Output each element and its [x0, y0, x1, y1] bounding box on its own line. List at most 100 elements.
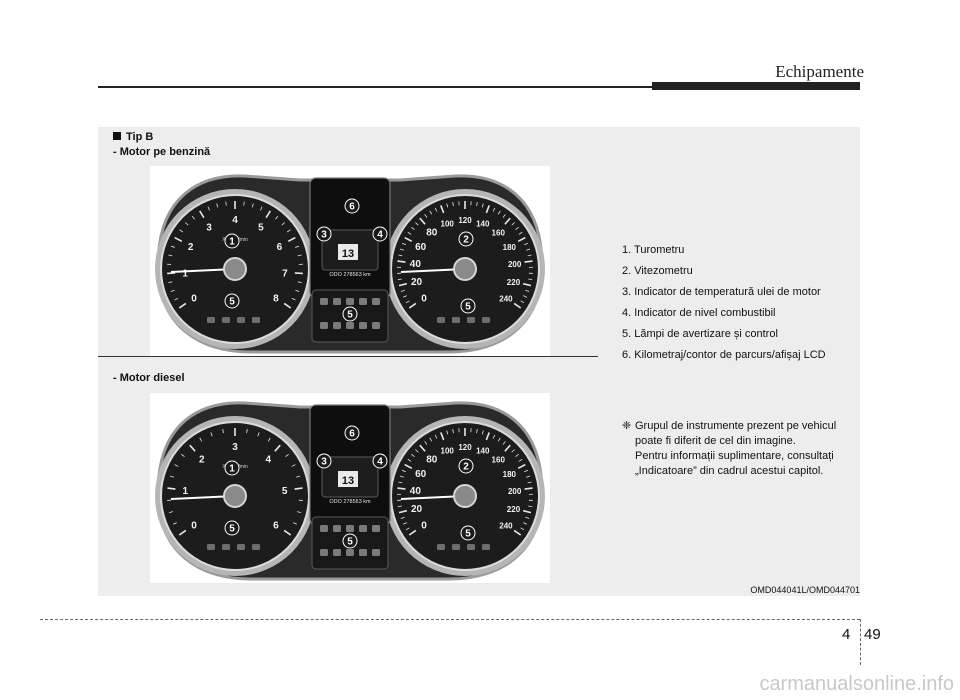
callout-number: 5: [229, 297, 235, 308]
legend-list: 1. Turometru 2. Vitezometru 3. Indicator…: [622, 240, 826, 366]
warning-lamp-icon: [333, 298, 341, 305]
speedometer-tick: [517, 463, 526, 470]
speedometer-tick-label: 100: [441, 219, 455, 228]
speedometer-tick: [407, 458, 412, 462]
speedometer-tick-label: 120: [458, 443, 472, 452]
tachometer-tick: [174, 236, 183, 243]
speedometer-tick: [515, 453, 519, 457]
speedometer-tick: [408, 529, 417, 536]
warning-lamp-icon: [252, 317, 260, 323]
tachometer-tick: [178, 302, 187, 309]
page-number: 49: [864, 626, 881, 643]
speedometer-tick: [452, 429, 454, 434]
tachometer-tick: [169, 475, 174, 478]
legend-item: 6. Kilometraj/contor de parcurs/afișaj L…: [622, 349, 826, 361]
speedometer-tick-label: 80: [426, 228, 438, 239]
tachometer-tick: [294, 272, 303, 275]
tachometer-hub: [223, 257, 247, 281]
warning-lamp-icon: [372, 525, 380, 532]
tachometer-tick: [275, 215, 279, 220]
tachometer-tick: [210, 432, 213, 437]
speedometer-tick: [434, 207, 438, 212]
warning-lamp-icon: [252, 544, 260, 550]
callout-number: 6: [349, 429, 355, 440]
speedometer-tick: [522, 509, 532, 514]
callout-number: 4: [377, 457, 383, 468]
speedometer-tick: [429, 437, 433, 442]
speedometer-tick: [485, 432, 490, 441]
tachometer-tick: [260, 206, 263, 211]
tachometer-tick: [296, 475, 301, 478]
speedometer-tick: [407, 231, 412, 235]
section-divider: [98, 356, 598, 357]
warning-lamp-icon: [437, 544, 445, 550]
callout-badge-icon: [316, 226, 332, 242]
speedometer-tick: [397, 260, 406, 263]
speedometer-tick: [408, 302, 417, 309]
warning-lamp-icon: [467, 544, 475, 550]
page-header-title: Echipamente: [775, 62, 864, 81]
speedometer-tick: [400, 289, 405, 292]
tachometer-tick-label: 4: [232, 215, 238, 226]
warning-lamp-icon: [320, 298, 328, 305]
speedometer-tick: [402, 522, 407, 525]
tachometer-tick-label: 4: [265, 455, 271, 466]
warning-lamp-icon: [346, 549, 354, 556]
tachometer-tick: [168, 254, 173, 257]
speedometer-tick: [513, 529, 522, 536]
speedometer-tick: [429, 210, 433, 215]
speedometer-tick: [515, 226, 519, 230]
tachometer-tick-label: 3: [206, 222, 212, 233]
warning-lamp-icon: [482, 317, 490, 323]
tachometer-tick: [168, 511, 174, 514]
note-line: „Indicatoare” din cadrul acestui capitol…: [635, 465, 824, 477]
speedometer-tick: [405, 300, 410, 304]
speedometer-tick: [415, 222, 419, 226]
callout-number: 2: [463, 235, 469, 246]
tachometer-tick: [178, 529, 187, 536]
speedometer-tick: [481, 430, 484, 435]
speedometer-tick: [527, 254, 532, 257]
tachometer-tick: [179, 229, 184, 233]
speedometer-tick: [497, 437, 501, 442]
speedometer-tick: [398, 254, 403, 257]
speedometer-tick: [526, 248, 531, 251]
gasoline-cluster-figure: 012345678X1000r/min020406080100120140160…: [150, 166, 550, 356]
callout-number: 5: [229, 524, 235, 535]
tachometer-tick: [251, 203, 254, 208]
odometer-readout: ODO 278563 km: [329, 272, 371, 278]
speedometer-tick-label: 40: [410, 259, 422, 270]
warning-lamp-icon: [237, 317, 245, 323]
tachometer-tick: [222, 429, 224, 434]
tachometer-tick: [257, 432, 260, 437]
note-mark-icon: ❈: [622, 420, 632, 432]
footer-rule: [40, 619, 860, 620]
speedometer-tick-label: 180: [503, 243, 517, 252]
speedometer-tick: [524, 487, 533, 490]
tachometer-tick-label: 5: [258, 222, 264, 233]
speedometer-tick: [524, 469, 529, 473]
callout-number: 2: [463, 462, 469, 473]
tachometer-tick-label: 6: [277, 242, 283, 253]
speedometer-tick: [524, 260, 533, 263]
tachometer-tick: [207, 206, 210, 211]
speedometer-tick-label: 20: [411, 277, 423, 288]
warning-lamp-icon: [320, 525, 328, 532]
speedometer-tick-label: 220: [507, 505, 521, 514]
speedometer-tick: [452, 202, 454, 207]
warning-lamp-icon: [237, 544, 245, 550]
speedometer-tick: [419, 444, 426, 452]
speedometer-tick: [404, 236, 413, 243]
warning-lamp-icon: [207, 544, 215, 550]
lcd-value: 13: [342, 475, 354, 487]
note-line: Pentru informații suplimentare, consulta…: [635, 450, 834, 462]
tachometer-hub: [223, 484, 247, 508]
speedometer-tick: [492, 434, 496, 439]
speedometer-tick-label: 140: [476, 219, 490, 228]
tachometer-tick: [293, 522, 298, 525]
speedometer-tick: [481, 203, 484, 208]
note-line: Grupul de instrumente prezent pe vehicul: [635, 420, 837, 432]
tachometer-tick: [172, 522, 177, 525]
speedometer-tick: [419, 217, 426, 225]
tachometer-tick: [274, 444, 281, 452]
